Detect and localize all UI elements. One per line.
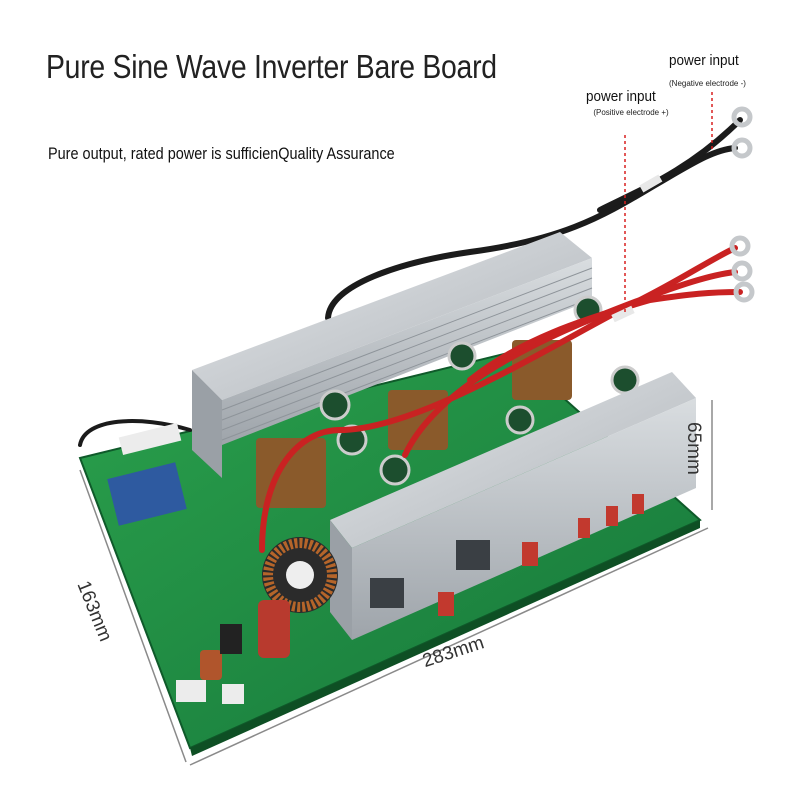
negative-ring-terminals [639,106,753,193]
positive-cables [259,245,743,553]
positive-ring-terminals [611,235,755,323]
negative-input-label: power input [669,52,739,69]
negative-input-detail: (Negative electrode -) [669,79,746,88]
positive-input-detail: (Positive electrode +) [593,108,669,117]
page-title: Pure Sine Wave Inverter Bare Board [46,48,497,85]
subtitle: Pure output, rated power is sufficienQua… [48,144,395,163]
callout-lines [624,92,713,312]
rear-heatsink [192,232,593,478]
film-capacitors [200,494,644,680]
power-transistors [370,540,490,608]
control-module [107,423,244,704]
dimension-lines [79,400,713,766]
front-heatsink [330,372,696,640]
positive-input-label: power input [586,88,656,105]
height-dimension-label: 65mm [683,422,704,475]
toroid-coil [262,537,338,613]
